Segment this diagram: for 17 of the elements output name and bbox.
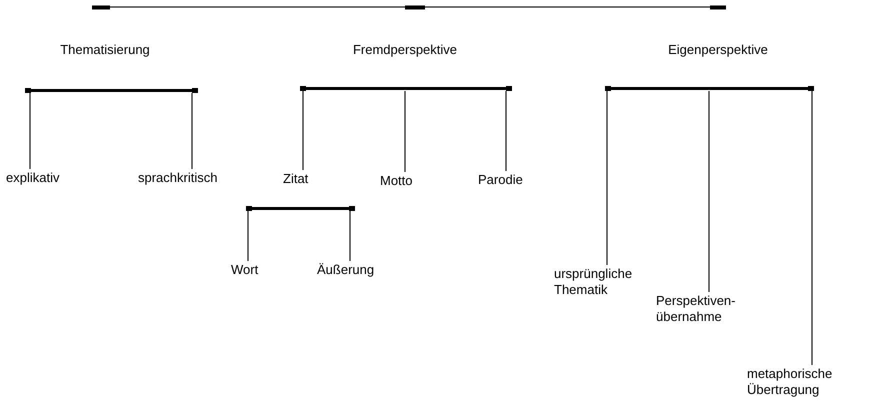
- category-label: sprachkritisch: [138, 170, 218, 186]
- branch-line: [302, 90, 304, 170]
- category-label: explikativ: [6, 170, 60, 186]
- category-label: Perspektiven- übernahme: [656, 293, 736, 325]
- category-heading: Eigenperspektive: [667, 42, 769, 58]
- category-heading: Fremdperspektive: [352, 42, 458, 58]
- category-heading: Thematisierung: [59, 42, 151, 58]
- branch-line: [708, 90, 710, 292]
- category-label: Wort: [231, 262, 260, 278]
- branch-line: [404, 90, 406, 172]
- category-label: metaphorische Übertragung: [747, 366, 834, 398]
- category-label: Parodie: [478, 172, 524, 188]
- category-label: Äußerung: [317, 262, 376, 278]
- category-label: Zitat: [283, 171, 310, 187]
- category-label: ursprüngliche Thematik: [554, 266, 634, 298]
- branch-line: [606, 90, 608, 266]
- category-label: Motto: [380, 173, 414, 189]
